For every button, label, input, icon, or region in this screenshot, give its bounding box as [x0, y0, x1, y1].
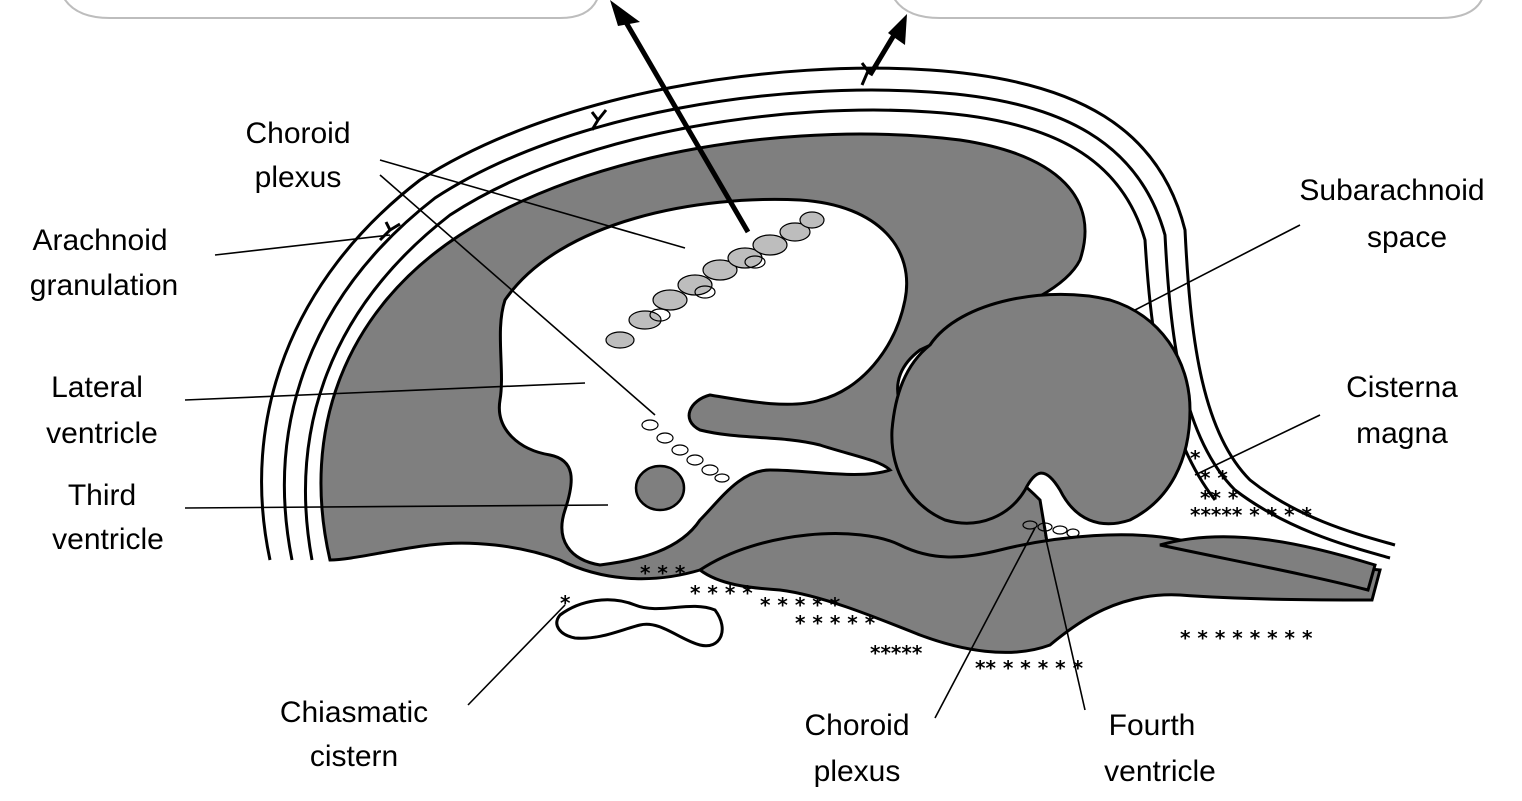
arrow-granulation-to-top [870, 14, 907, 75]
label-lateral-ventricle-line1: Lateral [51, 371, 143, 404]
label-lateral-ventricle-line2: ventricle [46, 417, 158, 450]
label-choroid-plexus-upper-line2: plexus [255, 161, 342, 194]
svg-text:* * * *: * * * * [690, 581, 753, 605]
top-right-box [890, 0, 1485, 18]
svg-text:***** * * * *: ***** * * * * [1190, 503, 1313, 527]
svg-text:* * * * * * * *: * * * * * * * * [1180, 626, 1313, 650]
label-arachnoid-granulation-line1: Arachnoid [32, 224, 167, 257]
label-third-ventricle-line2: ventricle [52, 523, 164, 556]
label-arachnoid-granulation-line2: granulation [30, 269, 178, 302]
label-choroid-plexus-lower-line2: plexus [814, 755, 901, 788]
svg-text:* * *: * * * [640, 561, 686, 585]
label-cisterna-magna-line2: magna [1356, 417, 1448, 450]
label-subarachnoid-space-line1: Subarachnoid [1299, 174, 1484, 207]
svg-text:*: * [560, 591, 571, 615]
svg-text:* * * * *: * * * * * [795, 611, 876, 635]
label-chiasmatic-cistern-line1: Chiasmatic [280, 696, 428, 729]
svg-text:** * * * * *: ** * * * * * [975, 656, 1084, 680]
label-fourth-ventricle-line2: ventricle [1104, 755, 1216, 788]
label-choroid-plexus-lower-line1: Choroid [804, 709, 909, 742]
label-choroid-plexus-upper-line1: Choroid [245, 117, 350, 150]
label-cisterna-magna-line1: Cisterna [1346, 371, 1458, 404]
label-third-ventricle-line1: Third [68, 479, 136, 512]
label-fourth-ventricle-line1: Fourth [1109, 709, 1196, 742]
interthalamic-adhesion [636, 466, 684, 510]
label-subarachnoid-space-line2: space [1367, 221, 1447, 254]
label-chiasmatic-cistern-line2: cistern [310, 740, 398, 773]
svg-text:*****: ***** [870, 641, 923, 665]
top-left-box [60, 0, 600, 18]
optic-chiasm [557, 600, 722, 646]
